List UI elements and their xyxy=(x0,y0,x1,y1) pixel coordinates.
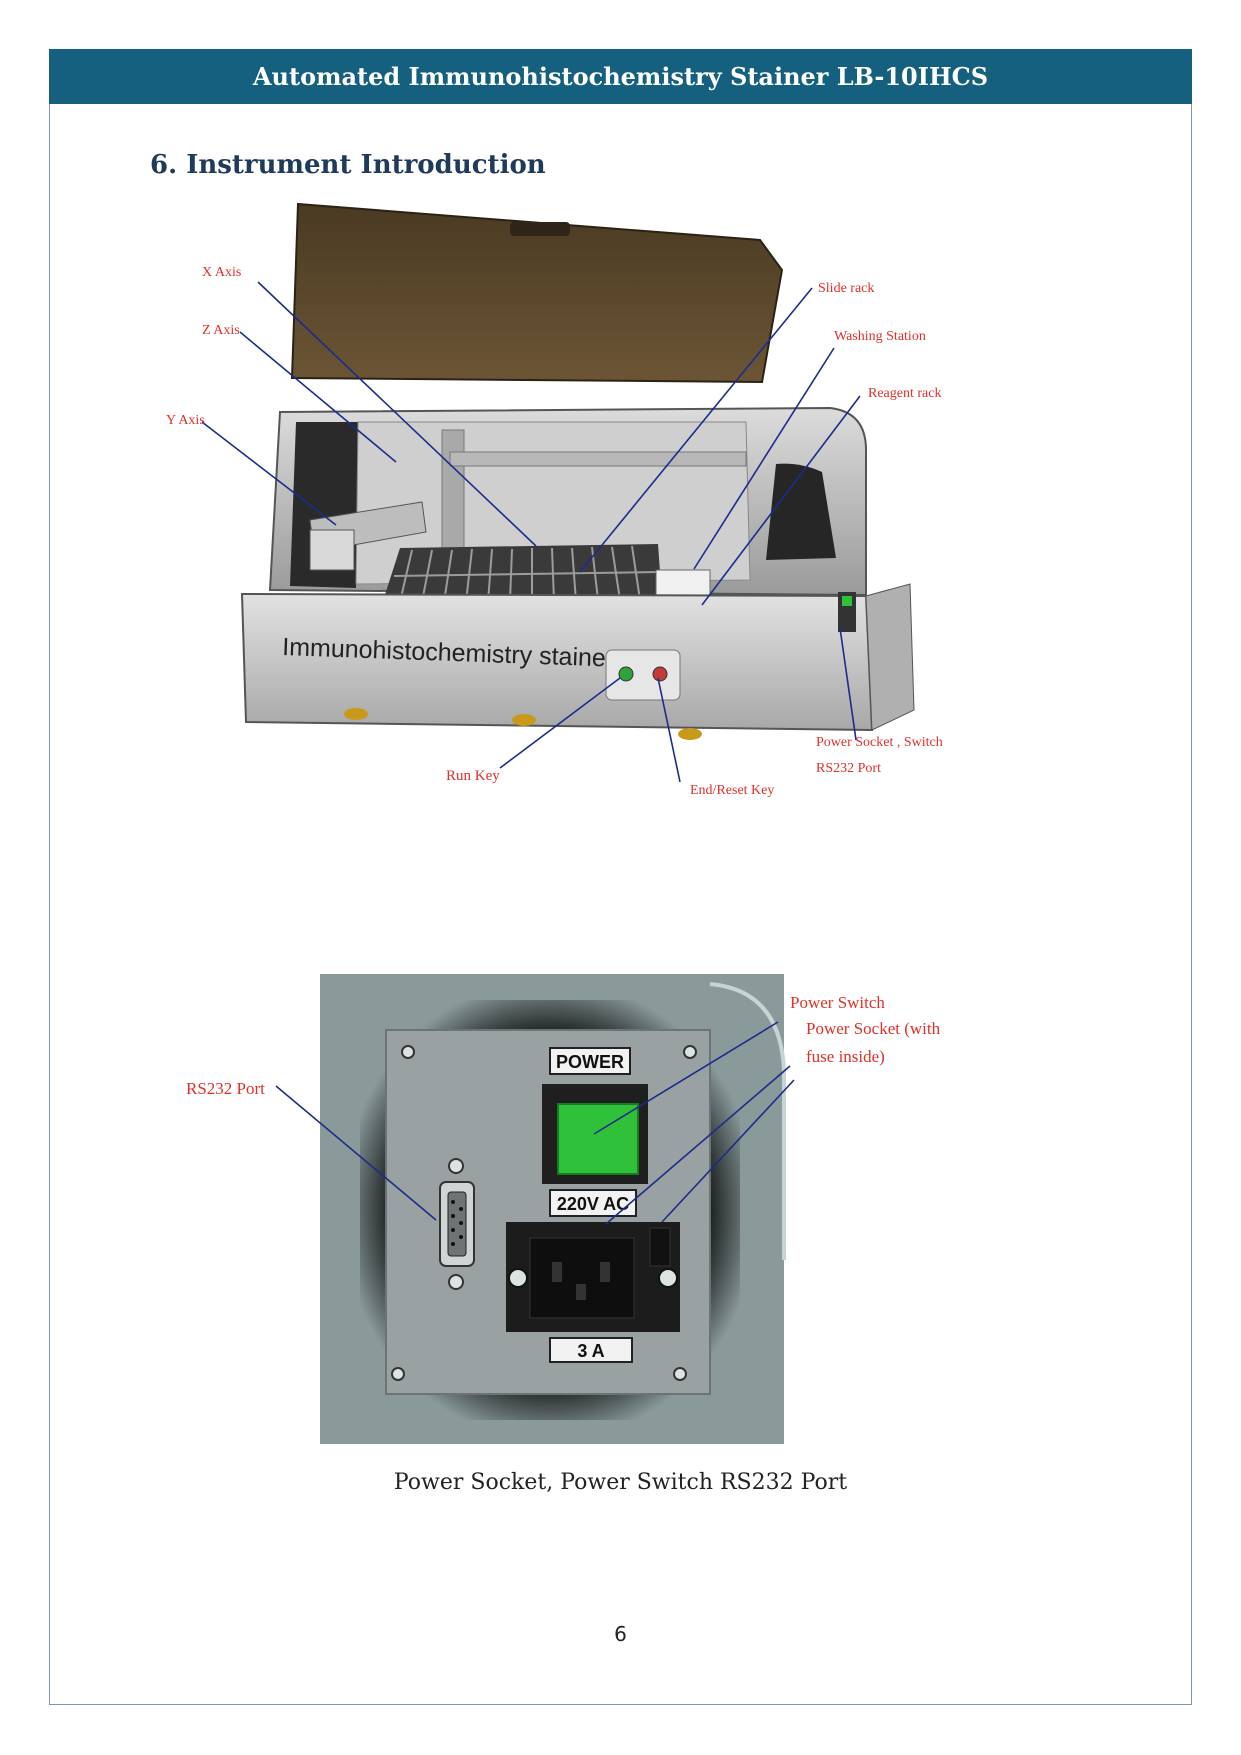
y-axis-head xyxy=(309,529,355,571)
rs232-connector[interactable] xyxy=(439,1158,475,1290)
label-slide-rack: Slide rack xyxy=(818,281,874,296)
instrument-overview-figure: Immunohistochemistry stainer X Axis Z Ax… xyxy=(166,202,943,798)
leader-lines-rear xyxy=(275,1021,795,1225)
gantry-beam xyxy=(449,451,747,467)
label-washing-station: Washing Station xyxy=(834,329,926,344)
lid xyxy=(290,202,784,384)
socket-screw-right xyxy=(658,1268,678,1288)
end-reset-key-button[interactable] xyxy=(652,666,668,682)
power-socket[interactable] xyxy=(529,1237,635,1319)
fuse-holder xyxy=(649,1227,671,1267)
fuse-label-plate xyxy=(549,1337,633,1363)
label-power-socket-line1: Power Socket (with xyxy=(806,1019,941,1038)
fuse-label-text: 3 A xyxy=(577,1341,604,1361)
label-z-axis: Z Axis xyxy=(202,323,240,338)
label-rs232-port: RS232 Port xyxy=(816,761,881,776)
side-panel xyxy=(865,583,915,731)
lid-handle xyxy=(510,222,570,236)
label-power-socket-switch: Power Socket , Switch xyxy=(816,735,943,750)
voltage-label-plate xyxy=(549,1189,637,1217)
label-rs232-port-rear: RS232 Port xyxy=(186,1079,265,1098)
key-panel xyxy=(605,649,681,701)
power-label-text: POWER xyxy=(556,1052,624,1072)
side-power-switch xyxy=(842,596,852,606)
label-run-key: Run Key xyxy=(446,768,500,784)
foot-right xyxy=(678,728,702,740)
label-power-socket-line2: fuse inside) xyxy=(806,1047,885,1066)
socket-pins xyxy=(552,1262,610,1300)
washing-station xyxy=(655,569,711,597)
slide-rack-grid xyxy=(382,544,662,604)
label-y-axis: Y Axis xyxy=(166,413,205,428)
document-header: Automated Immunohistochemistry Stainer L… xyxy=(49,49,1192,104)
plate-screws xyxy=(391,1045,697,1381)
leader-lines xyxy=(201,281,861,783)
socket-screw-left xyxy=(508,1268,528,1288)
label-end-reset-key: End/Reset Key xyxy=(690,783,774,798)
voltage-label-text: 220V AC xyxy=(557,1194,629,1214)
label-x-axis: X Axis xyxy=(202,265,241,280)
connector-panel-figure: POWER 220V AC 3 A Power Switch RS232 Por… xyxy=(186,974,941,1444)
page-number: 6 xyxy=(614,1622,627,1646)
document-title: Automated Immunohistochemistry Stainer L… xyxy=(252,62,989,91)
figure-caption: Power Socket, Power Switch RS232 Port xyxy=(393,1470,848,1495)
label-power-switch: Power Switch xyxy=(790,993,885,1012)
foot-left xyxy=(344,708,368,720)
foot-middle xyxy=(512,714,536,726)
right-window xyxy=(766,463,836,560)
power-label-plate xyxy=(549,1047,631,1075)
run-key-button[interactable] xyxy=(618,666,634,682)
label-reagent-rack: Reagent rack xyxy=(868,386,941,401)
section-title: 6. Instrument Introduction xyxy=(150,150,546,180)
